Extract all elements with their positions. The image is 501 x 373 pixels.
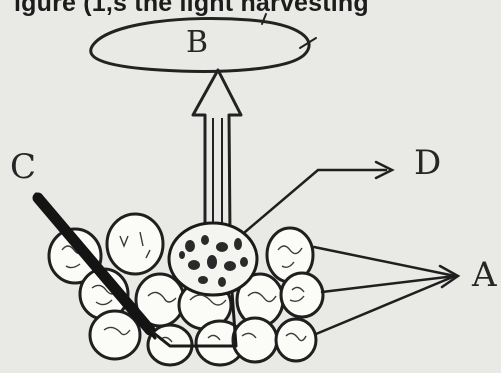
label-a: A <box>472 258 497 292</box>
label-d: D <box>414 146 441 180</box>
label-b: B <box>186 28 208 58</box>
pointer-d <box>245 162 392 232</box>
pigment-cell <box>90 311 140 359</box>
label-c: C <box>10 150 36 184</box>
energy-arrow <box>193 70 241 235</box>
pigment-cell <box>107 214 163 274</box>
pigment-cell <box>276 319 316 361</box>
pigment-cell <box>281 273 323 317</box>
pigment-cell <box>233 318 277 362</box>
pointers-a <box>314 247 458 334</box>
